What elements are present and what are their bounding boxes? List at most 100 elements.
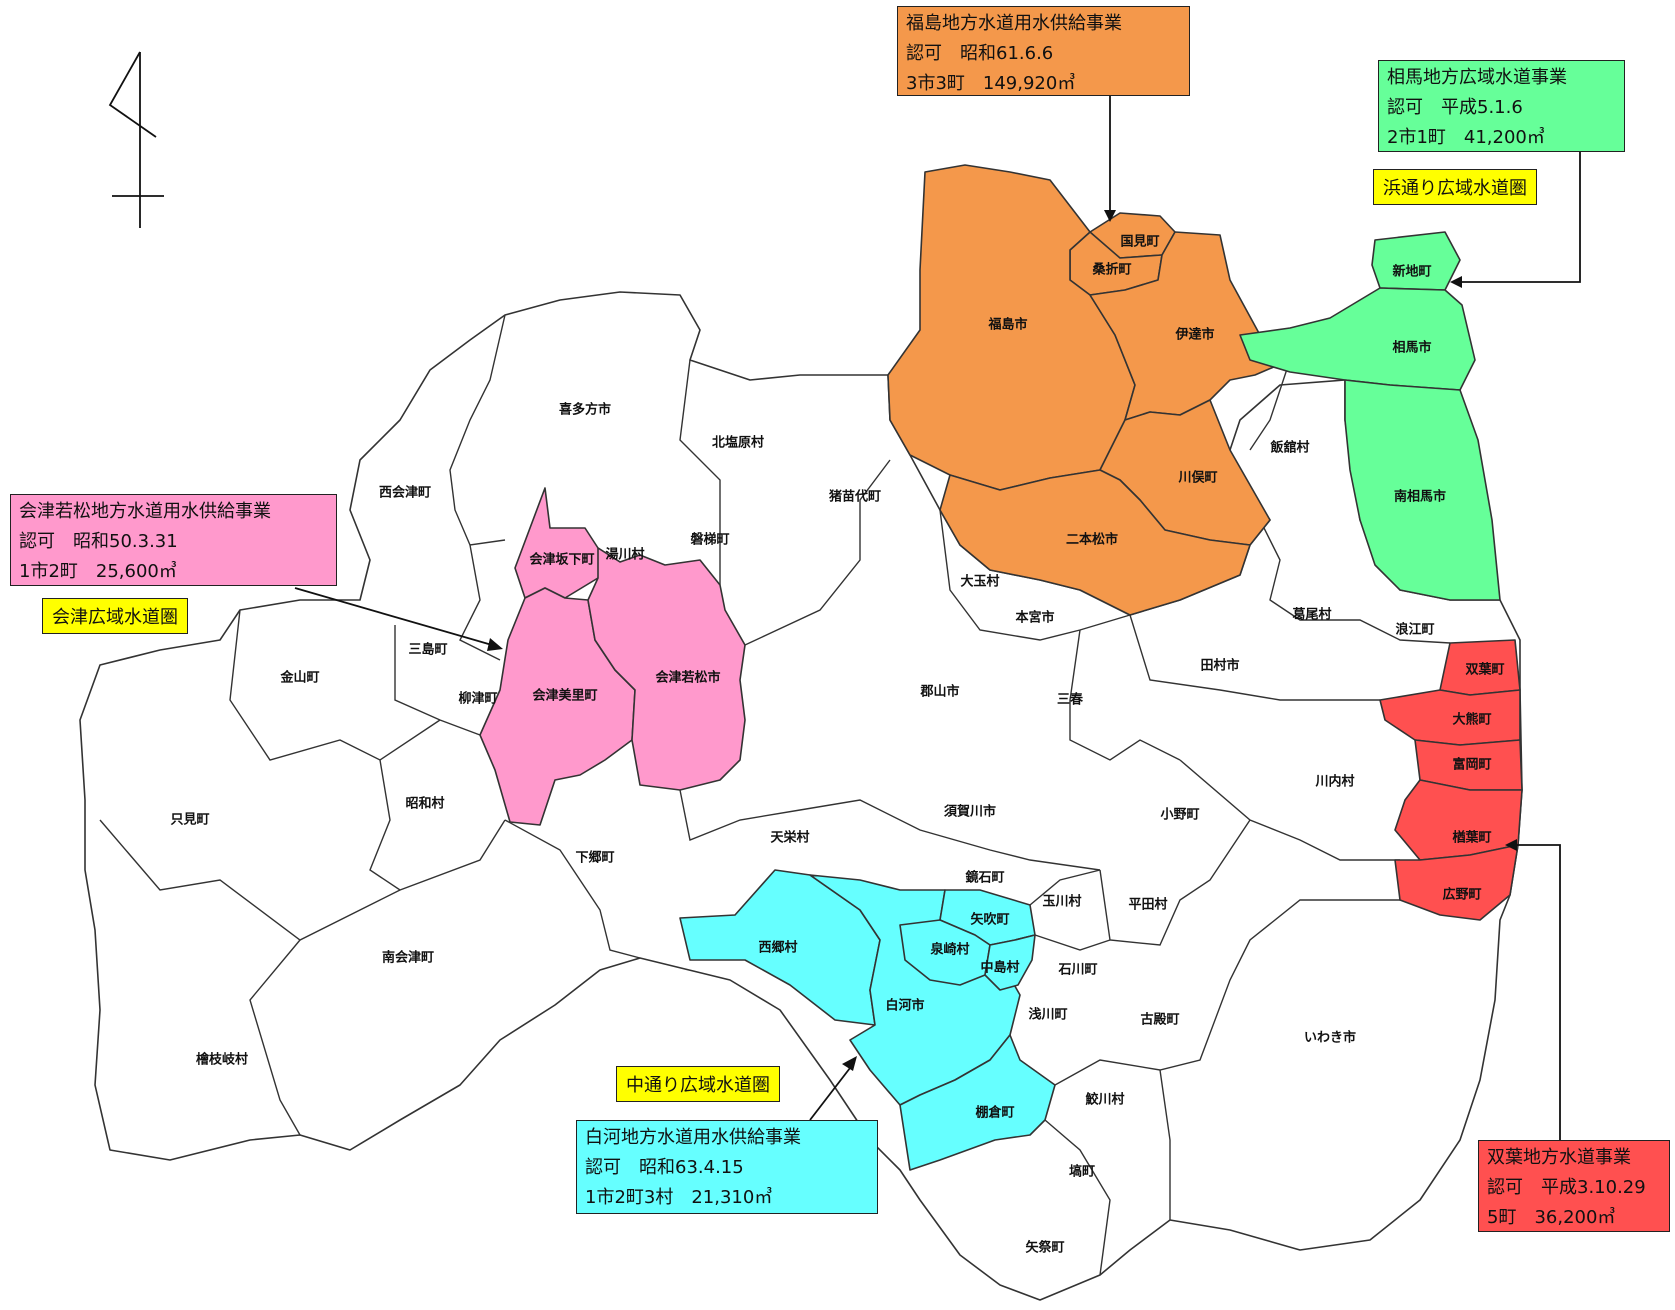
municipality-label: 昭和村 xyxy=(405,796,444,812)
futaba-project-box: 双葉地方水道事業 認可 平成3.10.29 5町 36,200㎥ xyxy=(1478,1140,1670,1232)
municipality-shapes xyxy=(79,164,1523,1301)
municipality-label: 棚倉町 xyxy=(975,1105,1014,1121)
municipality-area xyxy=(1371,231,1461,291)
municipality-labels: 国見町桑折町福島市伊達市川俣町二本松市新地町相馬市南相馬市会津坂下町会津美里町会… xyxy=(170,235,1504,1256)
municipality-label: 葛尾村 xyxy=(1291,607,1331,623)
hamadori-region-label: 浜通り広域水道圏 xyxy=(1373,169,1537,205)
municipality-area xyxy=(587,547,746,791)
municipality-label: 矢吹町 xyxy=(970,912,1009,928)
municipality-label: 湯川村 xyxy=(605,547,644,563)
aizu-project-name: 会津若松地方水道用水供給事業 xyxy=(19,501,271,522)
fukushima-project-scale: 3市3町 149,920㎥ xyxy=(906,73,1076,94)
soma-project-scale: 2市1町 41,200㎥ xyxy=(1387,127,1545,148)
municipality-label: 古殿町 xyxy=(1140,1012,1179,1028)
municipality-label: 玉川村 xyxy=(1042,894,1081,910)
municipality-label: 石川町 xyxy=(1057,963,1097,978)
shirakawa-arrowhead xyxy=(842,1056,857,1071)
municipality-label: 塙町 xyxy=(1069,1164,1095,1180)
municipal-boundary xyxy=(99,819,401,941)
municipality-label: 須賀川市 xyxy=(943,804,996,820)
municipality-label: 柳津町 xyxy=(458,691,497,707)
municipality-label: 川内村 xyxy=(1314,774,1354,790)
municipality-label: 大玉村 xyxy=(960,574,999,590)
aizu-project-approval: 認可 昭和50.3.31 xyxy=(19,531,178,552)
fukushima-project-approval: 認可 昭和61.6.6 xyxy=(906,43,1054,64)
municipality-area xyxy=(1394,844,1519,921)
municipality-label: 郡山市 xyxy=(919,684,959,700)
fukushima-project-name: 福島地方水道用水供給事業 xyxy=(906,13,1122,34)
futaba-project-scale: 5町 36,200㎥ xyxy=(1487,1207,1616,1228)
municipality-label: 桑折町 xyxy=(1091,262,1131,278)
municipality-label: 三島町 xyxy=(408,642,447,658)
shirakawa-project-box: 白河地方水道用水供給事業 認可 昭和63.4.15 1市2町3村 21,310㎥ xyxy=(576,1120,878,1214)
municipality-label: 下郷町 xyxy=(575,851,614,866)
municipality-label: 会津若松市 xyxy=(655,670,720,686)
aizu-arrowhead xyxy=(487,638,503,651)
municipality-label: 会津美里町 xyxy=(532,688,597,704)
municipal-boundary xyxy=(394,625,481,736)
shirakawa-project-approval: 認可 昭和63.4.15 xyxy=(585,1157,744,1178)
municipality-label: 浅川町 xyxy=(1028,1007,1067,1023)
north-arrow-icon xyxy=(108,51,164,228)
fukushima-project-box: 福島地方水道用水供給事業 認可 昭和61.6.6 3市3町 149,920㎥ xyxy=(897,6,1190,96)
municipal-boundary xyxy=(1044,1119,1111,1276)
municipal-boundary xyxy=(1029,869,1101,906)
municipal-boundary xyxy=(744,459,891,646)
municipality-label: 南相馬市 xyxy=(1394,489,1446,505)
municipal-boundary xyxy=(939,509,1131,641)
municipality-label: 田村市 xyxy=(1200,658,1239,674)
municipal-boundary xyxy=(1129,614,1380,701)
aizu-callout-arrow xyxy=(294,587,493,646)
municipality-label: 飯舘村 xyxy=(1269,440,1309,456)
municipal-boundary xyxy=(1069,629,1181,761)
soma-callout-arrow xyxy=(1460,150,1581,283)
municipal-boundary xyxy=(504,819,641,959)
municipality-label: 磐梯町 xyxy=(690,532,729,548)
soma-project-box: 相馬地方広域水道事業 認可 平成5.1.6 2市1町 41,200㎥ xyxy=(1378,60,1625,152)
municipal-boundary xyxy=(1179,759,1400,861)
municipality-label: 鏡石町 xyxy=(965,870,1004,886)
shirakawa-callout-arrow xyxy=(809,1067,851,1121)
municipal-boundary xyxy=(1054,899,1400,1086)
municipality-label: 双葉町 xyxy=(1465,662,1504,678)
municipal-boundary xyxy=(679,789,1101,871)
municipal-boundary xyxy=(229,609,441,761)
fukushima-arrowhead xyxy=(1104,210,1116,222)
futaba-callout-arrow xyxy=(1515,844,1561,1140)
municipal-boundary xyxy=(1249,359,1291,451)
municipality-area xyxy=(899,1034,1056,1171)
futaba-project-approval: 認可 平成3.10.29 xyxy=(1487,1177,1646,1198)
municipality-label: 只見町 xyxy=(170,813,209,828)
municipality-label: 会津坂下町 xyxy=(529,552,594,568)
municipality-label: 南会津町 xyxy=(382,950,434,966)
municipality-label: 小野町 xyxy=(1160,808,1199,823)
municipality-area xyxy=(479,587,636,826)
shirakawa-project-scale: 1市2町3村 21,310㎥ xyxy=(585,1187,773,1208)
aizu-project-box: 会津若松地方水道用水供給事業 認可 昭和50.3.31 1市2町 25,600㎥ xyxy=(10,494,337,586)
municipality-area xyxy=(1344,379,1501,601)
futaba-arrowhead xyxy=(1505,839,1517,851)
aizu-region-label: 会津広域水道圏 xyxy=(42,598,188,634)
municipality-label: 相馬市 xyxy=(1392,340,1431,356)
municipality-label: 天栄村 xyxy=(770,830,809,846)
municipal-boundary xyxy=(459,544,501,661)
municipality-label: 西会津町 xyxy=(379,485,431,501)
municipality-label: 川俣町 xyxy=(1177,470,1217,486)
municipality-area xyxy=(984,934,1036,991)
municipality-label: 国見町 xyxy=(1120,235,1159,250)
soma-arrowhead xyxy=(1450,276,1462,288)
callout-arrows xyxy=(294,95,1581,1140)
futaba-project-name: 双葉地方水道事業 xyxy=(1487,1147,1631,1168)
shirakawa-project-name: 白河地方水道用水供給事業 xyxy=(585,1127,801,1148)
municipality-label: 白河市 xyxy=(885,998,924,1014)
municipality-label: 平田村 xyxy=(1128,897,1167,913)
municipality-label: 鮫川村 xyxy=(1085,1092,1124,1108)
municipal-boundary xyxy=(249,939,301,1136)
municipality-label: 福島市 xyxy=(987,317,1027,333)
municipality-label: 檜枝岐村 xyxy=(196,1052,248,1068)
municipality-label: 富岡町 xyxy=(1452,757,1491,773)
municipality-label: 楢葉町 xyxy=(1452,830,1491,846)
municipality-label: 浪江町 xyxy=(1395,622,1434,638)
municipality-label: 本宮市 xyxy=(1015,610,1054,626)
